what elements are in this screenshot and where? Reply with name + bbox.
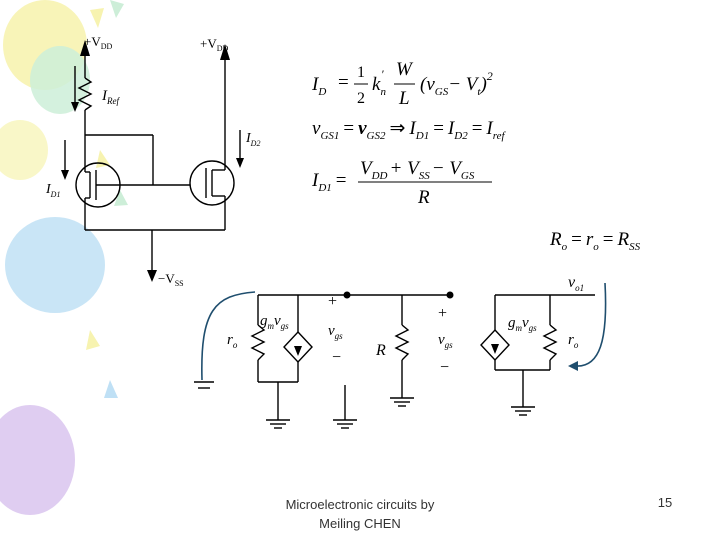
- gm-vgs-label-1: gmvgs: [260, 313, 289, 331]
- svg-text:vGS1=vGS2⇒ID1=ID2=Iref: vGS1=vGS2⇒ID1=ID2=Iref: [312, 118, 507, 142]
- equation-id: ID = 1 2 kn ′ W L (vGS− Vt)2: [311, 59, 493, 109]
- svg-text:′: ′: [381, 67, 384, 81]
- page-number: 15: [657, 495, 673, 510]
- id2-label: ID2: [245, 131, 260, 148]
- equation-id1: ID1= VDD+ VSS− VGS R: [311, 158, 492, 208]
- footer-line-1: Microelectronic circuits by: [285, 497, 435, 512]
- plus-sign-1: +: [328, 293, 337, 310]
- iref-label: IRef: [101, 88, 120, 106]
- plus-sign-2: +: [438, 305, 447, 322]
- id1-label: ID1: [45, 182, 60, 199]
- svg-text:R: R: [417, 187, 430, 208]
- svg-text:Ro=ro=RSS: Ro=ro=RSS: [549, 229, 641, 253]
- vdd-left-label: +VDD: [84, 34, 113, 51]
- svg-text:L: L: [398, 88, 410, 109]
- minus-sign-1: −: [332, 349, 341, 366]
- equation-vgs: vGS1=vGS2⇒ID1=ID2=Iref: [312, 118, 507, 142]
- ro-label-1: ro: [227, 332, 238, 350]
- vdd-right-label: +VDD: [200, 36, 229, 53]
- svg-text:=: =: [338, 72, 349, 93]
- current-mirror-circuit: [61, 40, 244, 282]
- svg-text:1: 1: [357, 64, 365, 81]
- ro-label-2: ro: [568, 332, 579, 350]
- r-label: R: [375, 342, 386, 359]
- balloon-decoration: [0, 0, 128, 515]
- equation-ro: Ro=ro=RSS: [549, 229, 641, 253]
- minus-sign-2: −: [440, 359, 449, 376]
- svg-text:ID1=: ID1=: [311, 170, 347, 194]
- svg-text:2: 2: [357, 90, 365, 107]
- footer-caption: Microelectronic circuits by Meiling CHEN: [250, 495, 470, 533]
- svg-text:VDD+ VSS− VGS: VDD+ VSS− VGS: [360, 158, 475, 182]
- output-equivalent-circuit: [480, 282, 607, 416]
- small-signal-circuit: [194, 291, 454, 429]
- vo1-label: vo1: [568, 274, 584, 293]
- svg-text:ID: ID: [311, 74, 326, 98]
- vss-label: −VSS: [158, 271, 184, 288]
- svg-text:W: W: [396, 59, 414, 80]
- footer-line-2: Meiling CHEN: [319, 516, 401, 531]
- svg-text:(vGS− Vt)2: (vGS− Vt)2: [420, 69, 493, 98]
- vgs-label-2: vgs: [438, 332, 453, 350]
- gm-vgs-label-2: gmvgs: [508, 315, 537, 333]
- vgs-label-1: vgs: [328, 323, 343, 341]
- svg-text:kn: kn: [372, 74, 386, 98]
